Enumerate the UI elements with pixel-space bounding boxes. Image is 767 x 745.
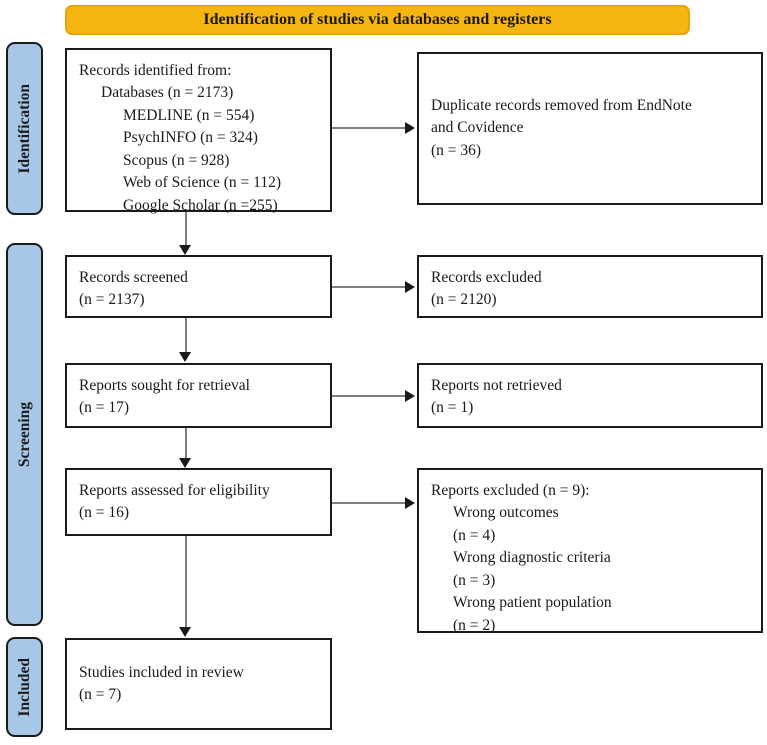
reports-assessed-box: Reports assessed for eligibility (n = 16… <box>65 468 332 536</box>
box-line: Reports assessed for eligibility <box>79 482 270 499</box>
stage-screening-label: Screening <box>15 401 33 468</box>
stage-identification: Identification <box>6 42 43 215</box>
stage-identification-label: Identification <box>15 83 33 174</box>
box-line: Studies included in review <box>79 663 244 681</box>
box-line: Records excluded <box>431 269 542 286</box>
arrow-identified-to-screened <box>185 212 187 245</box>
stage-included: Included <box>6 637 43 737</box>
arrow-identified-to-duplicates <box>332 127 405 129</box>
box-line: Reports sought for retrieval <box>79 377 250 394</box>
box-line: Wrong diagnostic criteria <box>453 549 611 567</box>
box-line: Reports not retrieved <box>431 377 562 394</box>
arrowhead-right-icon <box>405 497 415 509</box>
box-line: Wrong outcomes <box>453 504 559 522</box>
box-line: Databases (n = 2173) <box>101 84 234 102</box>
arrowhead-down-icon <box>179 627 191 637</box>
arrowhead-down-icon <box>179 352 191 362</box>
arrowhead-right-icon <box>405 122 415 134</box>
box-line: Duplicate records removed from EndNote <box>431 96 692 114</box>
box-line: Wrong patient population <box>453 594 612 612</box>
box-line: Google Scholar (n =255) <box>123 196 278 214</box>
arrow-screened-to-sought <box>185 318 187 352</box>
box-line: Records screened <box>79 269 188 286</box>
arrow-assessed-to-reports-excluded <box>332 502 405 504</box>
arrowhead-right-icon <box>405 281 415 293</box>
box-line: (n = 16) <box>79 504 130 522</box>
records-screened-box: Records screened (n = 2137) <box>65 255 332 318</box>
reports-excluded-box: Reports excluded (n = 9): Wrong outcomes… <box>417 468 763 634</box>
arrow-assessed-to-included <box>185 536 187 627</box>
arrowhead-down-icon <box>179 245 191 255</box>
arrow-screened-to-excluded <box>332 286 405 288</box>
box-line: PsychINFO (n = 324) <box>123 129 258 147</box>
duplicates-removed-box: Duplicate records removed from EndNote a… <box>417 52 763 205</box>
box-line: and Covidence <box>431 119 524 137</box>
records-excluded-box: Records excluded (n = 2120) <box>417 255 763 318</box>
stage-included-label: Included <box>15 657 33 717</box>
stage-screening: Screening <box>6 243 43 626</box>
box-line: (n = 4) <box>453 526 496 544</box>
reports-sought-box: Reports sought for retrieval (n = 17) <box>65 363 332 428</box>
arrow-sought-to-not-retrieved <box>332 395 405 397</box>
studies-included-box: Studies included in review (n = 7) <box>65 638 332 730</box>
box-line: Scopus (n = 928) <box>123 151 230 169</box>
reports-not-retrieved-box: Reports not retrieved (n = 1) <box>417 363 763 428</box>
arrowhead-down-icon <box>179 458 191 468</box>
records-identified-box: Records identified from: Databases (n = … <box>65 48 332 214</box>
box-line: (n = 17) <box>79 399 130 417</box>
title-banner: Identification of studies via databases … <box>65 5 690 35</box>
box-line: (n = 36) <box>431 141 482 159</box>
box-line: (n = 2137) <box>79 291 145 309</box>
box-line: MEDLINE (n = 554) <box>123 106 255 124</box>
box-line: Reports excluded (n = 9): <box>431 482 590 499</box>
box-line: Records identified from: <box>79 62 232 79</box>
box-line: Web of Science (n = 112) <box>123 174 281 192</box>
box-line: (n = 7) <box>79 686 122 703</box>
box-line: (n = 3) <box>453 571 496 589</box>
box-line: (n = 2) <box>453 616 496 634</box>
arrow-sought-to-assessed <box>185 428 187 458</box>
box-line: (n = 1) <box>431 399 474 417</box>
title-banner-label: Identification of studies via databases … <box>203 11 552 28</box>
box-line: (n = 2120) <box>431 291 497 309</box>
arrowhead-right-icon <box>405 390 415 402</box>
